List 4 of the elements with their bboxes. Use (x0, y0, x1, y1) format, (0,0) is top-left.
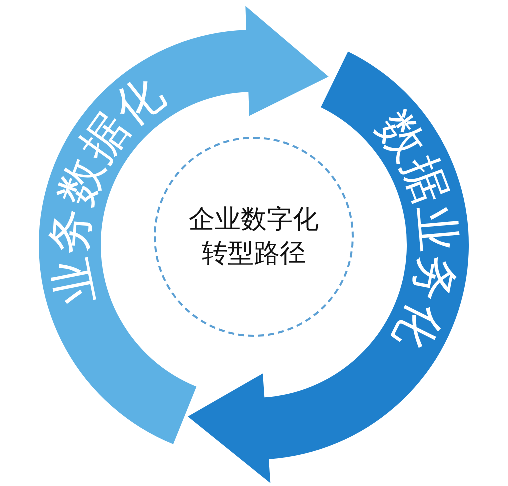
arrow-label: 业务数据化 (42, 66, 174, 310)
arrow-label: 数据业务化 (366, 101, 466, 360)
center-title: 企业数字化转型路径 (188, 204, 320, 271)
dashed-circle (154, 137, 354, 337)
